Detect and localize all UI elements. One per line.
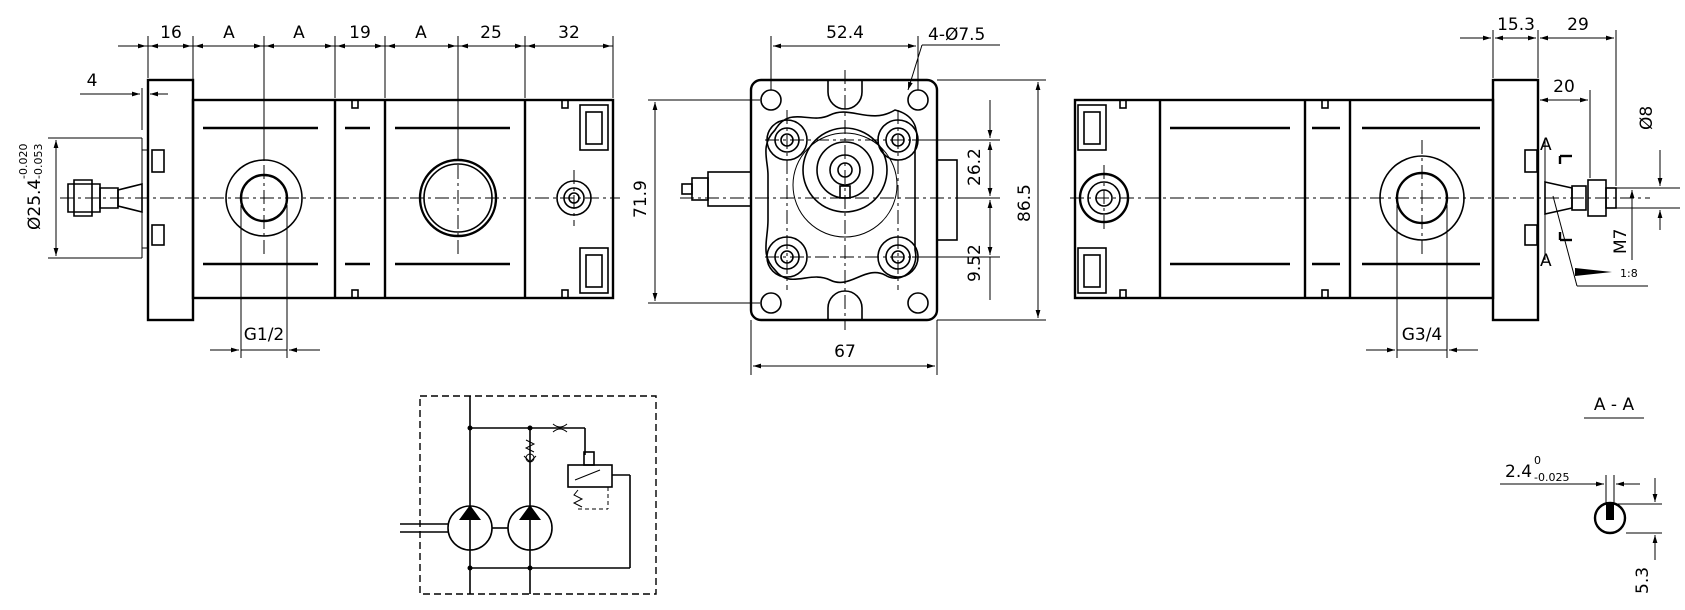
shaft-dia-8: Ø8 bbox=[1637, 106, 1657, 130]
dim-16: 16 bbox=[160, 23, 182, 43]
dim-a-1: A bbox=[223, 23, 235, 43]
dim-32: 32 bbox=[558, 23, 580, 43]
dim-19: 19 bbox=[349, 23, 371, 43]
shaft-diameter: Ø25.4 bbox=[25, 179, 45, 230]
side-view-left: 16 A A 19 A 25 32 4 Ø25.4 -0.020 -0.053 … bbox=[17, 23, 620, 358]
pump-body bbox=[191, 98, 615, 300]
port-g34-label: G3/4 bbox=[1402, 325, 1443, 345]
rear-flange bbox=[1491, 78, 1540, 322]
dim-a-2: A bbox=[293, 23, 305, 43]
shaft-tol-upper: -0.020 bbox=[17, 144, 30, 179]
schematic-boundary bbox=[419, 395, 657, 595]
front-view: 52.4 4-Ø7.5 71.9 26.2 9.52 86.5 67 bbox=[631, 23, 1046, 375]
dim-9-52: 9.52 bbox=[965, 244, 985, 282]
side-view-right: A A 15.3 29 20 Ø8 M7 1:8 bbox=[1070, 15, 1680, 358]
dim-a-3: A bbox=[415, 23, 427, 43]
port-g12-label: G1/2 bbox=[244, 325, 285, 345]
hydraulic-schematic bbox=[400, 395, 657, 595]
dim-67: 67 bbox=[834, 342, 856, 362]
taper-1-8: 1:8 bbox=[1620, 267, 1638, 280]
section-a-a: A - A 2.4 0 -0.025 5.3 bbox=[1500, 395, 1662, 594]
mounting-flange bbox=[146, 78, 195, 322]
section-title: A - A bbox=[1594, 395, 1635, 415]
dim-29: 29 bbox=[1567, 15, 1589, 35]
dim-52-4: 52.4 bbox=[826, 23, 864, 43]
dim-15-3: 15.3 bbox=[1497, 15, 1535, 35]
shaft-tol-lower: -0.053 bbox=[32, 144, 45, 179]
section-mark-bottom: A bbox=[1540, 251, 1552, 271]
dim-86-5: 86.5 bbox=[1015, 184, 1035, 222]
relief-valve bbox=[567, 464, 613, 488]
dim-5-3: 5.3 bbox=[1633, 567, 1653, 594]
section-mark-top: A bbox=[1540, 135, 1552, 155]
pump-body-rear bbox=[1073, 98, 1495, 300]
dim-71-9: 71.9 bbox=[631, 180, 651, 218]
key-tol-lower: -0.025 bbox=[1534, 471, 1569, 484]
key-tol-upper: 0 bbox=[1534, 454, 1541, 467]
dim-20: 20 bbox=[1553, 77, 1575, 97]
thread-m7: M7 bbox=[1611, 229, 1631, 254]
dim-25: 25 bbox=[480, 23, 502, 43]
holes-4-dia-7-5: 4-Ø7.5 bbox=[928, 25, 985, 45]
key-width: 2.4 bbox=[1505, 462, 1532, 482]
shaft-section bbox=[1593, 501, 1627, 535]
dim-26-2: 26.2 bbox=[965, 148, 985, 186]
dim-4: 4 bbox=[87, 71, 98, 91]
